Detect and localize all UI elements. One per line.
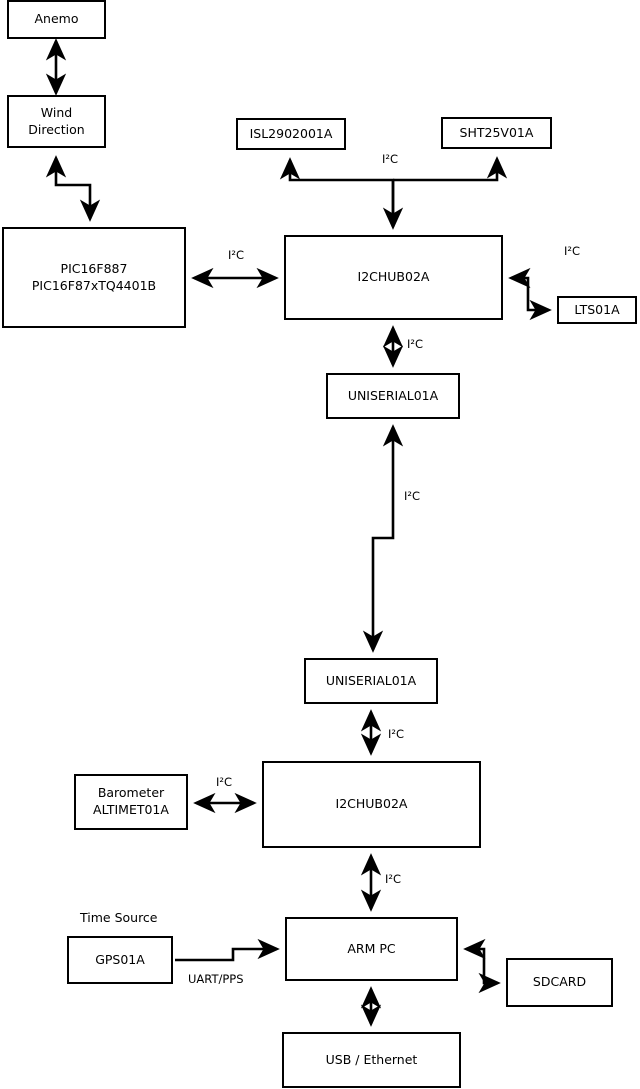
edge-label-i2c-sensors-hub: I²C: [382, 152, 399, 166]
wire-hubtop-lts: [508, 267, 552, 321]
node-pic-mcu[interactable]: PIC16F887 PIC16F87xTQ4401B: [2, 227, 186, 328]
wire-gps-armpc: [175, 938, 280, 962]
edge-label-i2c-barometer-hub2: I²C: [216, 775, 233, 789]
node-i2chub02a-bottom[interactable]: I2CHUB02A: [262, 761, 481, 848]
wire-pic-wind: [45, 155, 101, 222]
wire-hubtop-sensors: [279, 156, 508, 230]
node-uniserial01a-lower[interactable]: UNISERIAL01A: [304, 658, 438, 704]
edge-label-i2c-hub2-armpc: I²C: [385, 872, 402, 886]
edge-label-uart-pps: UART/PPS: [188, 972, 244, 986]
node-uniserial01a-upper[interactable]: UNISERIAL01A: [326, 373, 460, 419]
wire-armpc-sdcard: [463, 938, 501, 994]
edge-label-i2c-uniserial-hub2: I²C: [388, 727, 405, 741]
node-isl2902001a[interactable]: ISL2902001A: [236, 118, 346, 150]
node-barometer-altimet01a[interactable]: Barometer ALTIMET01A: [74, 774, 188, 830]
node-usb-ethernet[interactable]: USB / Ethernet: [282, 1032, 461, 1088]
label-time-source: Time Source: [80, 910, 158, 925]
node-gps01a[interactable]: GPS01A: [67, 936, 173, 984]
node-anemo[interactable]: Anemo: [7, 0, 106, 39]
edge-label-i2c-hub-uniserial: I²C: [407, 337, 424, 351]
node-lts01a[interactable]: LTS01A: [557, 296, 637, 324]
node-sdcard[interactable]: SDCARD: [506, 958, 613, 1007]
edge-label-i2c-uniserial-link: I²C: [404, 489, 421, 503]
node-sht25v01a[interactable]: SHT25V01A: [441, 117, 552, 149]
node-i2chub02a-top[interactable]: I2CHUB02A: [284, 235, 503, 320]
edge-label-i2c-hub-lts: I²C: [564, 244, 581, 258]
wire-uniserial-link: [362, 424, 404, 653]
node-arm-pc[interactable]: ARM PC: [285, 917, 458, 981]
node-wind-direction[interactable]: Wind Direction: [7, 95, 106, 148]
edge-label-i2c-pic-hub: I²C: [228, 248, 245, 262]
